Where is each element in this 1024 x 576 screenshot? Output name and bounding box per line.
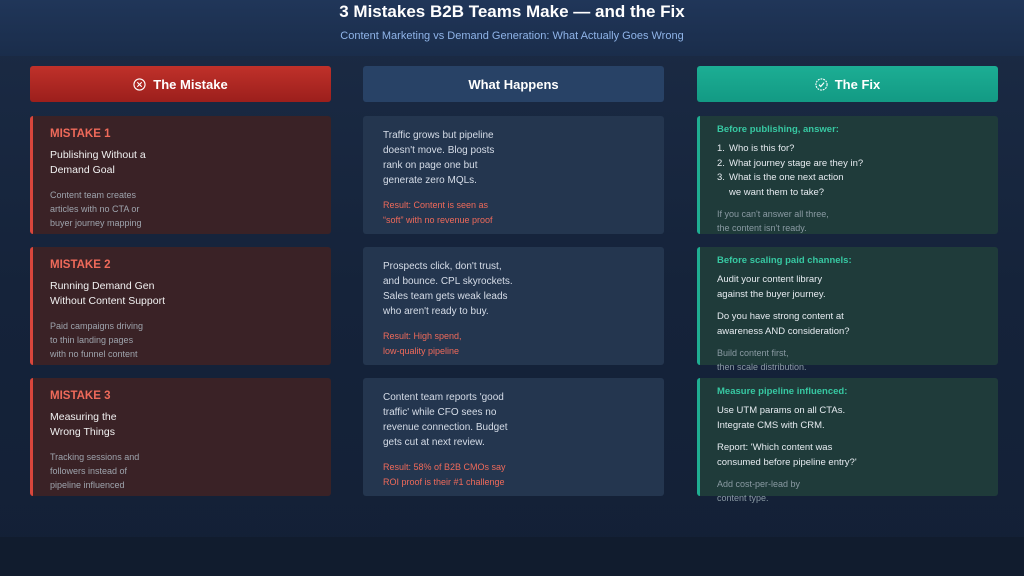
page-title: 3 Mistakes B2B Teams Make — and the Fix — [339, 2, 685, 21]
happens-card-2: Prospects click, don't trust,and bounce.… — [363, 247, 664, 365]
column-header-fix-label: The Fix — [834, 76, 881, 92]
check-badge-icon — [815, 77, 828, 91]
fix-card-1: Before publishing, answer: 1.Who is this… — [697, 116, 998, 234]
fix-body: Use UTM params on all CTAs.Integrate CMS… — [717, 405, 857, 468]
fix-card-2: Before scaling paid channels: Audit your… — [697, 247, 998, 372]
mistake-label: MISTAKE 1 — [50, 128, 111, 140]
footer-bar — [0, 537, 1024, 576]
fix-note: Build content first,then scale distribut… — [717, 348, 807, 372]
fix-heading: Before scaling paid channels: — [717, 255, 852, 266]
column-header-happens-label: What Happens — [468, 76, 559, 92]
fix-list: 1.Who is this for? 2.What journey stage … — [717, 143, 864, 198]
header: 3 Mistakes B2B Teams Make — and the Fix … — [0, 0, 1024, 56]
fix-note: If you can't answer all three,the conten… — [717, 209, 829, 233]
column-header-fix: The Fix — [697, 66, 998, 102]
column-header-happens: What Happens — [363, 66, 664, 102]
column-header-mistake: The Mistake — [30, 66, 331, 102]
x-circle-icon — [133, 77, 146, 91]
column-header-mistake-label: The Mistake — [153, 76, 228, 92]
fix-card-3: Measure pipeline influenced: Use UTM par… — [697, 378, 998, 503]
mistake-label: MISTAKE 2 — [50, 259, 111, 271]
happens-result: Result: Content is seen as“soft” with no… — [383, 200, 493, 225]
happens-text: Prospects click, don't trust,and bounce.… — [383, 261, 513, 317]
fix-heading: Before publishing, answer: — [717, 124, 839, 135]
page-subtitle: Content Marketing vs Demand Generation: … — [340, 30, 684, 42]
fix-heading: Measure pipeline influenced: — [717, 386, 848, 397]
happens-result: Result: High spend,low-quality pipeline — [383, 331, 462, 356]
mistake-label: MISTAKE 3 — [50, 390, 111, 402]
